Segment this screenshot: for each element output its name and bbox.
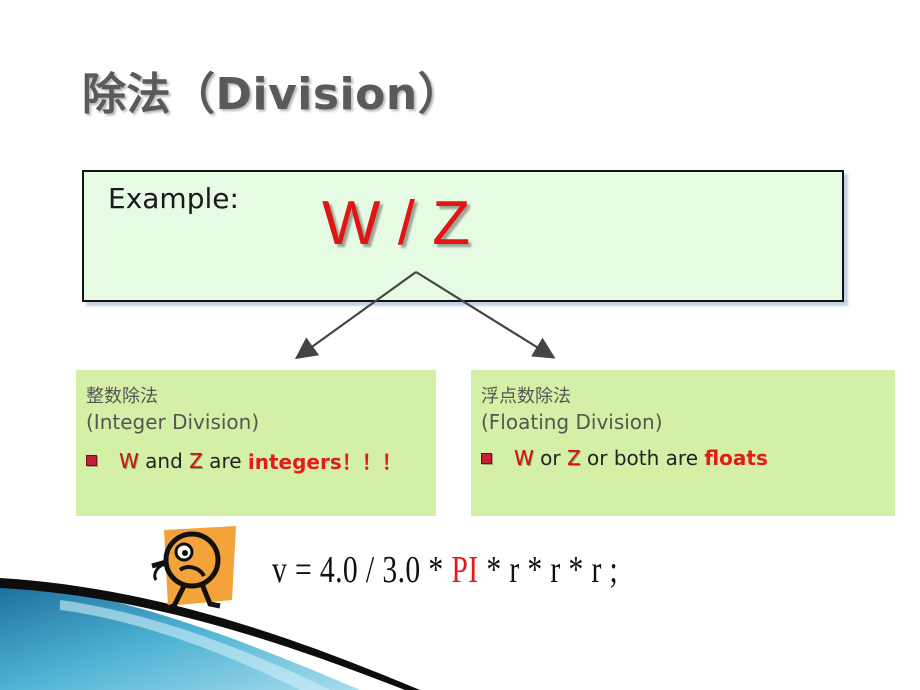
page-title: 除法（Division）: [82, 69, 463, 120]
floats-emphasis: floats: [704, 446, 768, 470]
float-title-en: (Floating Division): [481, 410, 663, 434]
var-w: W: [514, 446, 534, 470]
integer-bullet: W and Z are integers！！！: [86, 446, 402, 475]
are-text: are: [202, 448, 248, 473]
integer-title-cn: 整数除法: [86, 386, 158, 407]
float-bullet: W or Z or both are floats: [481, 446, 768, 470]
bullet-square-icon: [481, 452, 492, 464]
and-text: and: [138, 448, 190, 473]
integer-title-en: (Integer Division): [86, 410, 260, 434]
formula-suffix: * r * r * r ;: [478, 549, 619, 591]
var-z: Z: [566, 446, 581, 470]
division-expression: W / Z: [322, 189, 471, 258]
float-title-cn: 浮点数除法: [481, 386, 571, 407]
arrow-right: [415, 271, 556, 359]
formula: v = 4.0 / 3.0 * PI * r * r * r ;: [272, 548, 618, 592]
worried-face-icon: [151, 526, 236, 611]
bullet-square-icon: [86, 455, 97, 466]
floating-division-panel: 浮点数除法 (Floating Division) W or Z or both…: [471, 370, 895, 516]
arrow-left: [294, 271, 417, 360]
example-label: Example:: [108, 182, 239, 215]
both-text: or both are: [580, 446, 705, 470]
formula-prefix: v = 4.0 / 3.0 *: [272, 549, 452, 591]
integer-division-panel: 整数除法 (Integer Division) W and Z are inte…: [76, 370, 436, 516]
var-w: W: [119, 448, 139, 473]
var-z: Z: [189, 448, 203, 473]
formula-pi: PI: [451, 549, 479, 591]
integers-emphasis: integers！！！: [247, 450, 402, 474]
example-box: [82, 170, 844, 302]
or-text: or: [533, 446, 567, 470]
